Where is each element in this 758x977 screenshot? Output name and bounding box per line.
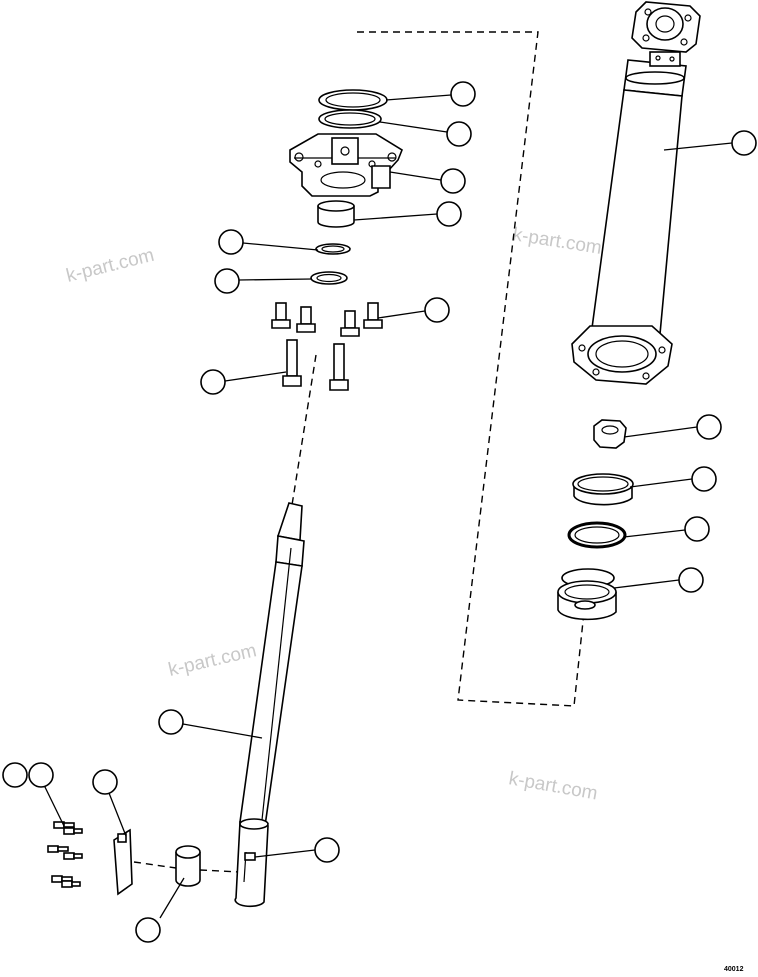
callout-circle [424,297,450,323]
wear-ring-part [572,473,634,506]
bushing-part [317,200,355,228]
callout-circle [436,201,462,227]
backup-ring-part [318,109,382,129]
leader-line [182,723,263,739]
leader-line [385,94,452,101]
short-bolt-part [296,306,316,333]
watermark: k-part.com [166,640,258,681]
watermark: k-part.com [64,245,156,287]
callout-circle [450,81,476,107]
callout-circle [314,837,340,863]
o-ring-part [318,89,388,111]
leader-line [43,784,65,827]
rod-seal-part [315,243,351,255]
short-bolt-part [271,302,291,329]
watermark: k-part.com [511,224,603,259]
callout-circle [158,709,184,735]
callout-circle [440,168,466,194]
long-bolt-part [329,343,349,391]
screw-part [61,880,81,888]
leader-line [353,213,438,221]
callout-circle [684,516,710,542]
piston-part [557,568,617,621]
callout-circle [691,466,717,492]
callout-circle [92,769,118,795]
callout-circle [218,229,244,255]
callout-circle [28,762,54,788]
leader-line [159,877,185,919]
short-bolt-part [363,302,383,329]
callout-circle [731,130,757,156]
leader-line [108,792,127,837]
cylinder-barrel-part [571,1,701,385]
assembly-path-line [199,869,241,873]
leader-line [224,371,287,382]
callout-circle [135,917,161,943]
leader-line [663,142,733,151]
leader-line [238,278,313,281]
leader-line [379,121,448,133]
short-bolt-part [340,310,360,337]
screw-part [63,852,83,860]
assembly-path-line [133,861,177,869]
assembly-path-line [357,31,585,707]
leader-line [613,579,680,589]
piston-seal-part [567,521,627,549]
callout-circle [446,121,472,147]
watermark: k-part.com [507,768,599,804]
leader-line [377,310,426,319]
callout-circle [678,567,704,593]
cylinder-head-part [289,133,403,197]
long-bolt-part [282,339,302,387]
callout-circle [200,369,226,395]
leader-line [254,849,316,858]
leader-line [623,529,686,538]
screw-part [47,845,69,853]
assembly-path-line [291,354,317,506]
leader-line [629,478,693,488]
screw-part [63,827,83,835]
leader-line [389,171,442,181]
leader-line [242,242,319,251]
retaining-plate-part [113,828,133,896]
callout-circle [214,268,240,294]
lock-nut-part [593,419,627,449]
piston-rod-part [234,502,305,908]
leader-line [623,426,698,438]
callout-circle [2,762,28,788]
callout-circle [696,414,722,440]
pin-part [175,845,201,887]
wiper-seal-part [310,271,348,285]
drawing-reference: 40012 [724,966,744,973]
